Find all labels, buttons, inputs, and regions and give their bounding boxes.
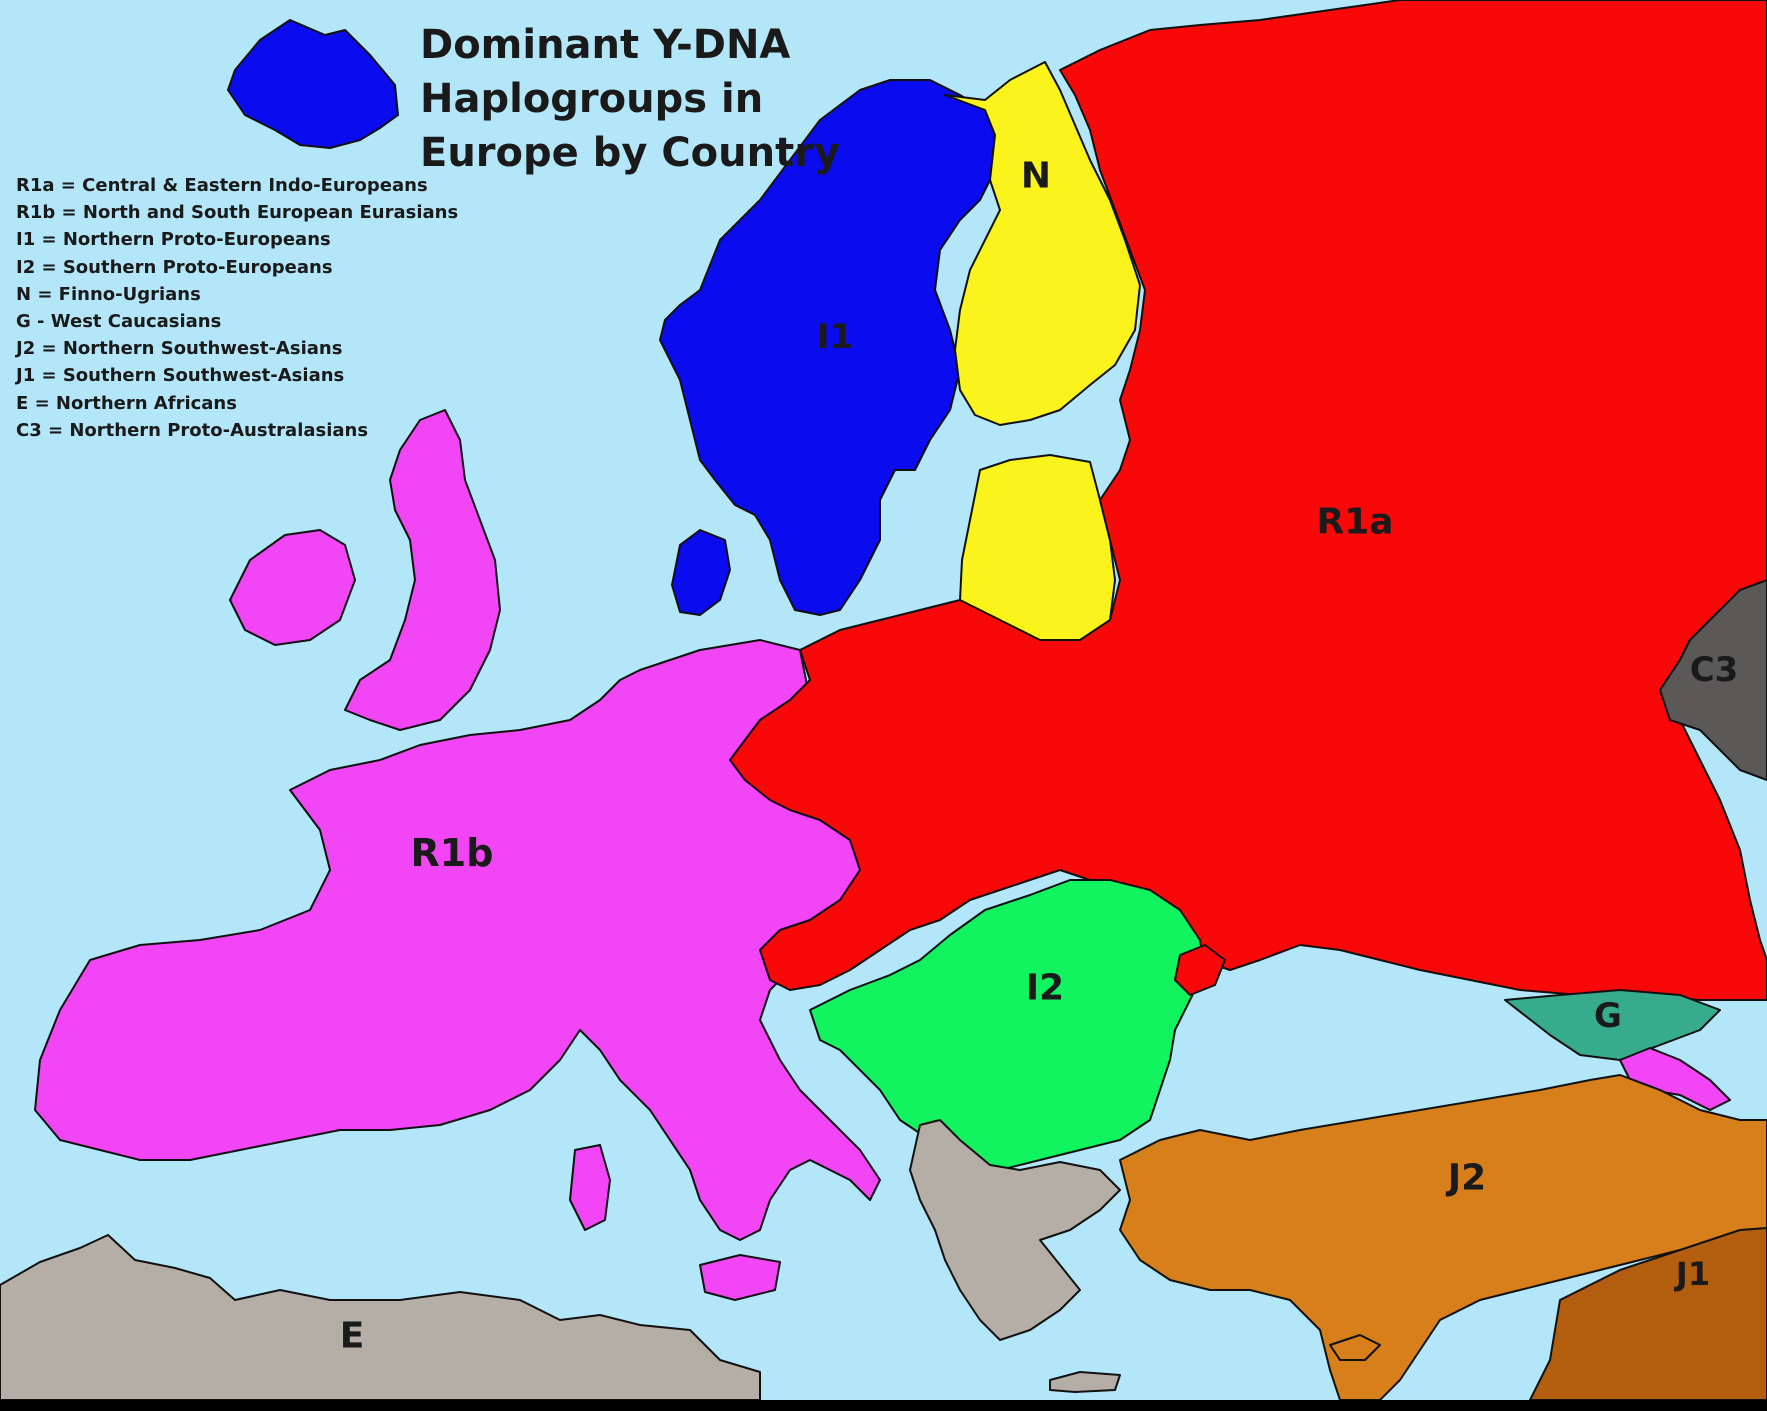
legend-item-c3: C3 = Northern Proto-Australasians [16, 419, 369, 441]
region-scandinavia [659, 79, 996, 616]
region-i2 [809, 879, 1206, 1176]
title-line-2: Haplogroups in [420, 76, 764, 122]
region-iceland [227, 19, 399, 149]
region-label-c3: C3 [1689, 650, 1739, 690]
legend-item-g: G - West Caucasians [16, 311, 222, 333]
region-e [0, 1234, 761, 1401]
map-title: Dominant Y-DNA Haplogroups in Europe by … [420, 18, 840, 180]
legend-item-n: N = Finno-Ugrians [16, 283, 201, 305]
region-ireland [229, 529, 356, 646]
region-label-i2: I2 [1025, 967, 1065, 1009]
legend-item-r1b: R1b = North and South European Eurasians [16, 202, 459, 224]
region-label-r1a: R1a [1316, 501, 1394, 543]
legend-item-j1: J1 = Southern Southwest-Asians [16, 365, 345, 387]
region-western-europe [34, 639, 881, 1241]
region-cyprus [1329, 1334, 1381, 1361]
region-sardinia [569, 1144, 611, 1231]
region-moldova [1174, 944, 1226, 996]
region-sicily [699, 1254, 781, 1301]
region-label-i1: I1 [816, 317, 854, 357]
legend-item-i2: I2 = Southern Proto-Europeans [16, 256, 333, 278]
legend-item-i1: I1 = Northern Proto-Europeans [16, 229, 331, 251]
region-r1a [729, 0, 1767, 1001]
region-j2 [1119, 1074, 1767, 1401]
region-label-g: G [1594, 996, 1622, 1036]
region-g [1504, 989, 1721, 1061]
legend-item-e: E = Northern Africans [16, 392, 237, 414]
region-label-j2: J2 [1447, 1157, 1487, 1199]
title-line-1: Dominant Y-DNA [420, 22, 791, 68]
region-c3 [1659, 579, 1767, 781]
region-crete [1049, 1371, 1121, 1393]
region-label-n: N [1020, 155, 1052, 197]
region-finland [944, 61, 1141, 426]
region-denmark [671, 529, 731, 616]
region-britain [344, 409, 501, 731]
region-greece [909, 1119, 1121, 1341]
map-legend: R1a = Central & Eastern Indo-Europeans R… [16, 172, 458, 444]
title-line-3: Europe by Country [420, 130, 841, 176]
region-label-j1: J1 [1675, 1255, 1711, 1293]
region-label-e: E [339, 1315, 365, 1357]
frame-bottom [0, 1400, 1767, 1411]
region-label-r1b: R1b [410, 831, 494, 875]
region-j1 [1529, 1227, 1767, 1401]
legend-item-r1a: R1a = Central & Eastern Indo-Europeans [16, 175, 428, 196]
legend-item-j2: J2 = Northern Southwest-Asians [16, 338, 343, 360]
